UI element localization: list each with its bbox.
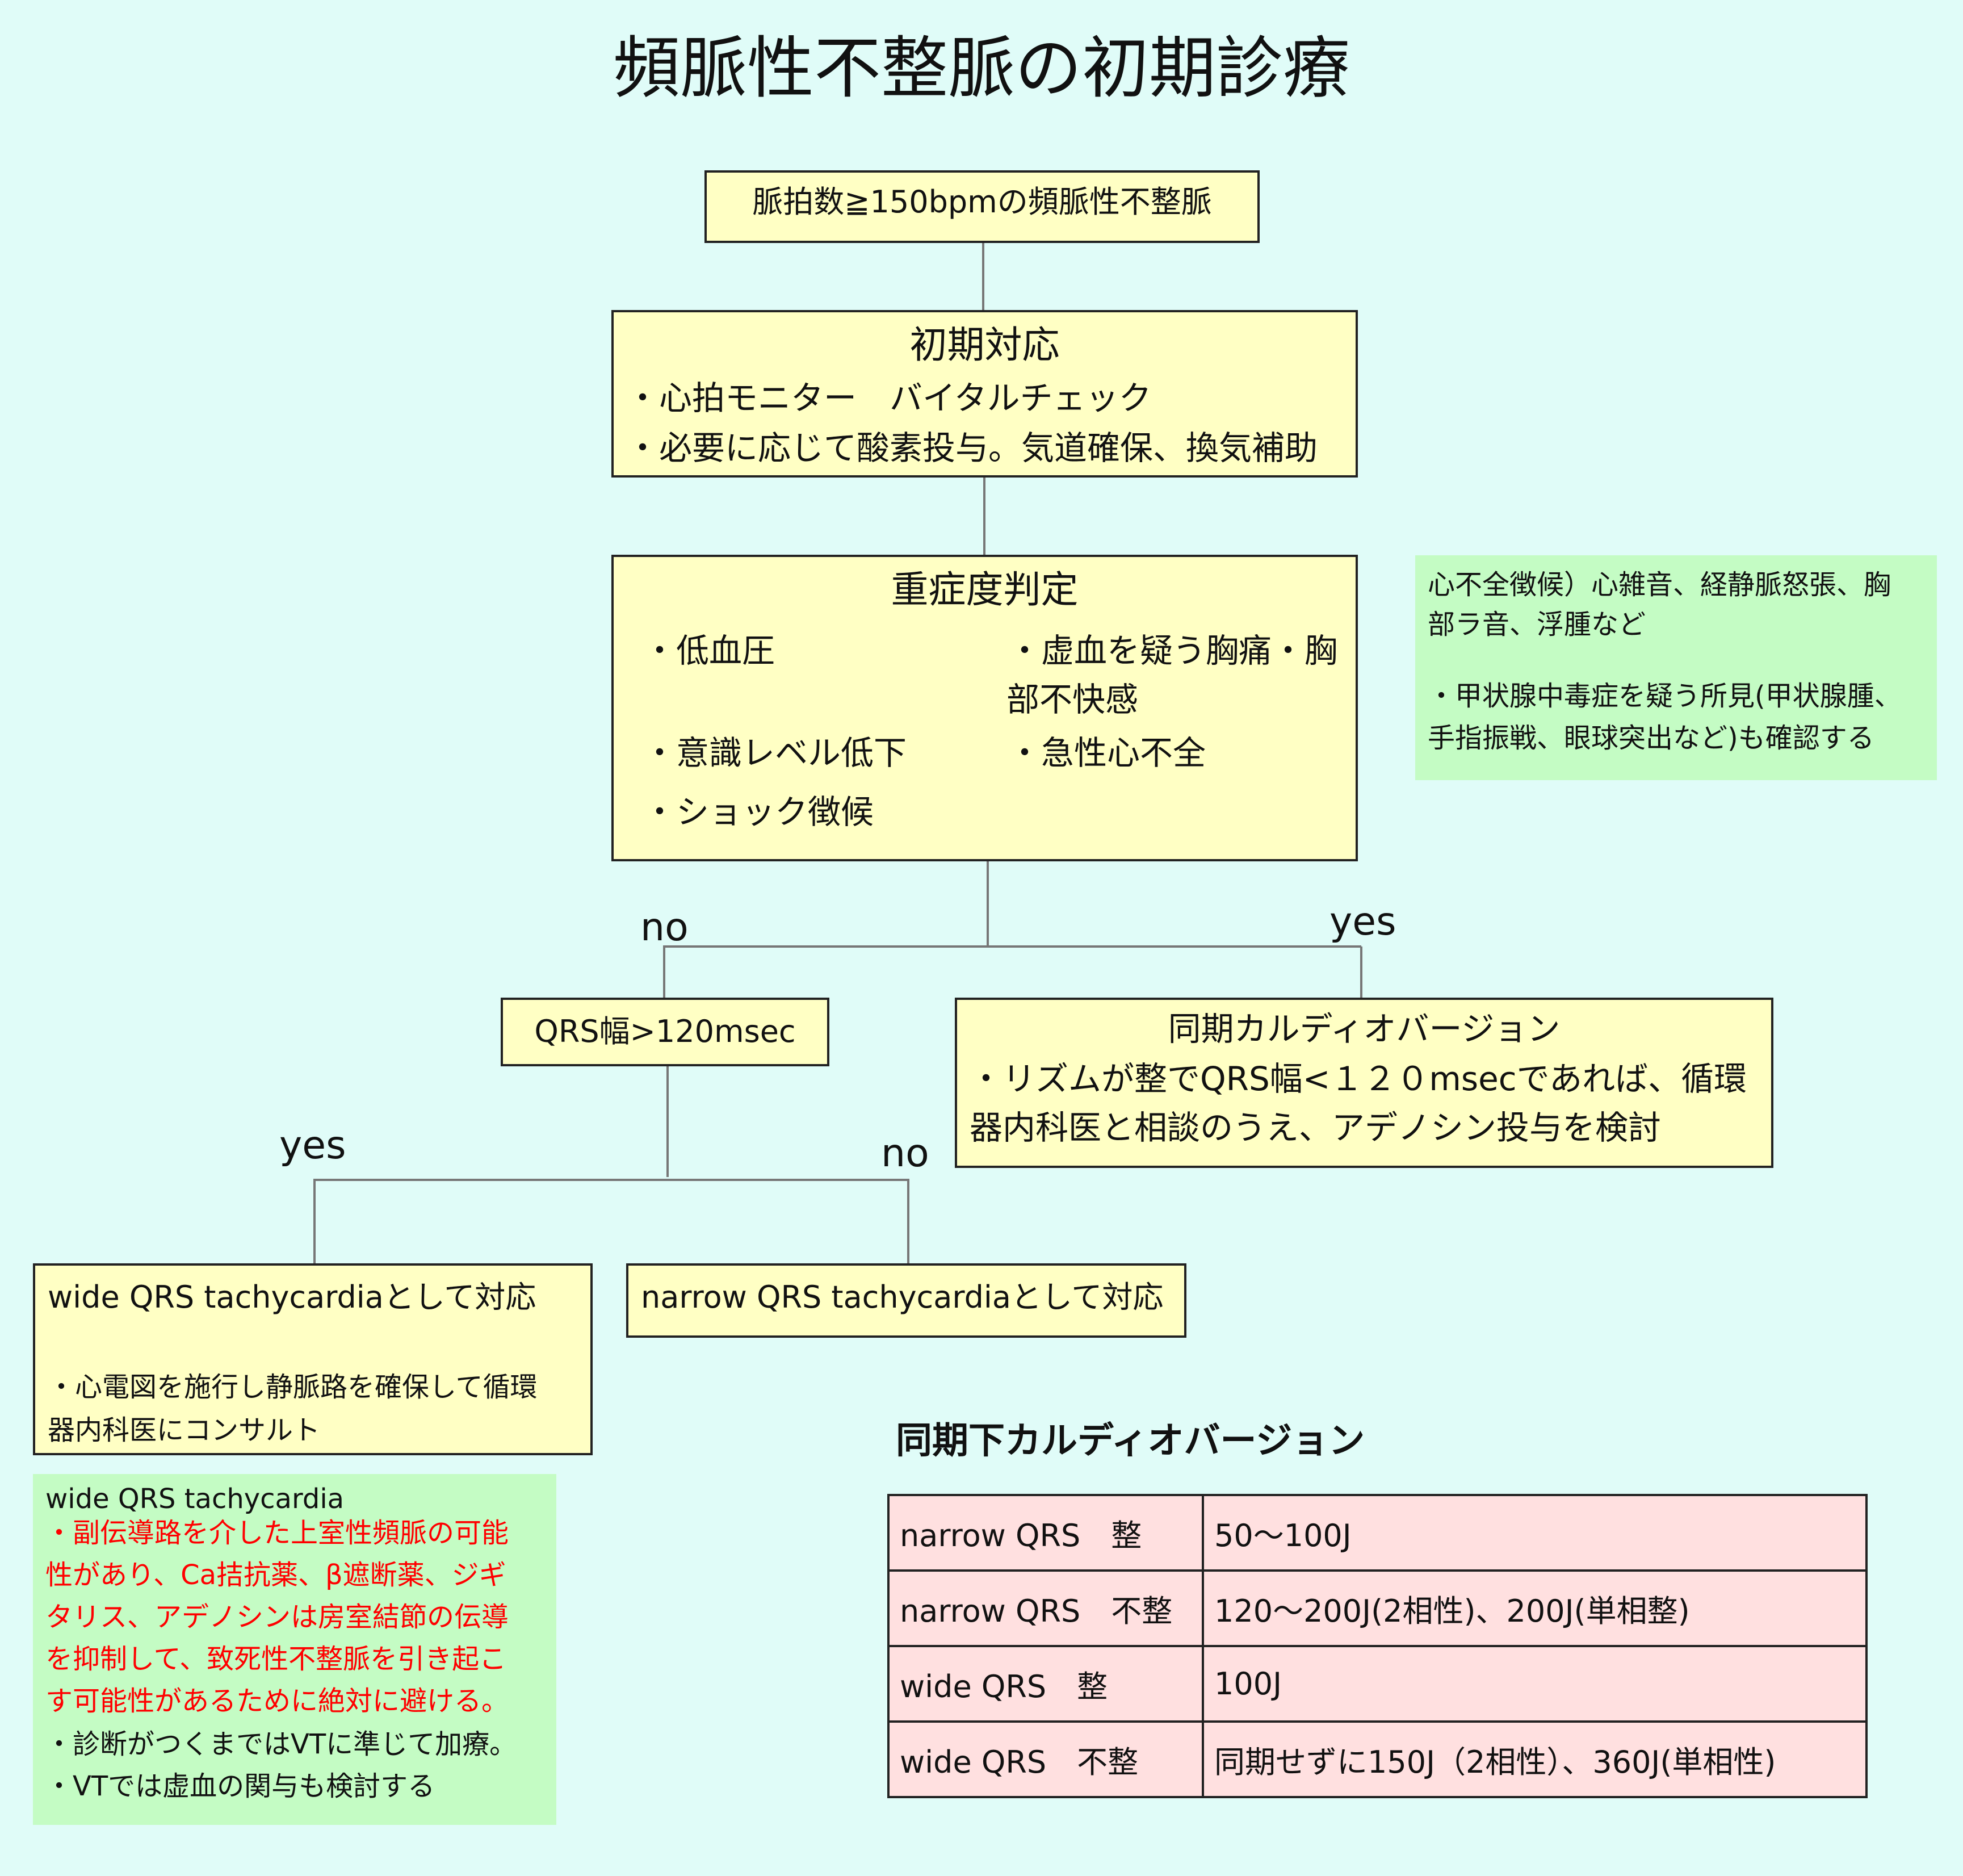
cardioversion-heading: 同期カルディオバージョン [1168, 1010, 1561, 1048]
wide-qrs-line: 器内科医にコンサルト [48, 1414, 321, 1446]
page-title: 頻脈性不整脈の初期診療 [613, 29, 1350, 107]
wide-qrs-line: ・心電図を施行し静脈路を確保して循環 [48, 1371, 538, 1403]
severity-heading: 重症度判定 [891, 568, 1079, 612]
severity-item-heart-failure: ・急性心不全 [1008, 734, 1206, 772]
note-line: 手指振戦、眼球突出など)も確認する [1428, 722, 1874, 754]
connector-branch2 [313, 1179, 909, 1263]
cv-row-label: narrow QRS 不整 [887, 1569, 1204, 1647]
cv-row-label: narrow QRS 整 [887, 1494, 1204, 1572]
cv-row-energy: 120〜200J(2相性)、200J(単相整) [1202, 1569, 1868, 1647]
severity-item-consciousness: ・意識レベル低下 [643, 734, 907, 772]
wide-qrs-warning-line: す可能性があるために絶対に避ける。 [45, 1685, 509, 1717]
wide-qrs-warning-line: タリス、アデノシンは房室結節の伝導 [45, 1601, 509, 1633]
cardioversion-box: 同期カルディオバージョン ・リズムが整でQRS幅<１２０msecであれば、循環 … [955, 998, 1773, 1168]
initial-response-line: ・心拍モニター バイタルチェック [626, 379, 1152, 417]
initial-response-box: 初期対応 ・心拍モニター バイタルチェック ・必要に応じて酸素投与。気道確保、換… [611, 310, 1358, 478]
narrow-qrs-box: narrow QRS tachycardiaとして対応 [626, 1263, 1186, 1338]
cardioversion-line: 器内科医と相談のうえ、アデノシン投与を検討 [970, 1108, 1662, 1147]
table-row: wide QRS 不整 同期せずに150J（2相性）、360J(単相性) [887, 1720, 1868, 1798]
severity-item-shock: ・ショック徴候 [643, 793, 874, 831]
note-line: 心不全徴候）心雑音、経静脈怒張、胸 [1428, 569, 1891, 601]
table-row: wide QRS 整 100J [887, 1645, 1868, 1723]
severity-item-chest-pain: ・虚血を疑う胸痛・胸 [1008, 631, 1338, 670]
cv-row-energy: 100J [1202, 1645, 1868, 1723]
cv-row-label: wide QRS 不整 [887, 1720, 1204, 1798]
wide-qrs-warning-line: ・副伝導路を介した上室性頻脈の可能 [45, 1517, 509, 1549]
table-row: narrow QRS 整 50〜100J [887, 1494, 1868, 1572]
heart-failure-note: 心不全徴候）心雑音、経静脈怒張、胸 部ラ音、浮腫など ・甲状腺中毒症を疑う所見(… [1415, 555, 1937, 780]
table-row: narrow QRS 不整 120〜200J(2相性)、200J(単相整) [887, 1569, 1868, 1647]
note-line: 部ラ音、浮腫など [1428, 609, 1646, 640]
branch2-no-label: no [881, 1131, 929, 1176]
narrow-qrs-label: narrow QRS tachycardiaとして対応 [641, 1279, 1164, 1315]
cv-table-title: 同期下カルディオバージョン [896, 1420, 1365, 1462]
wide-qrs-warning-line: 性があり、Ca拮抗薬、β遮断薬、ジギ [45, 1559, 506, 1591]
severity-item-hypotension: ・低血圧 [643, 631, 775, 670]
qrs-width-box: QRS幅>120msec [501, 998, 829, 1066]
branch1-no-label: no [640, 905, 689, 950]
wide-qrs-note-line: ・診断がつくまではVTに準じて加療。 [45, 1728, 517, 1760]
wide-qrs-note: wide QRS tachycardia ・副伝導路を介した上室性頻脈の可能 性… [33, 1474, 556, 1825]
cv-row-energy: 50〜100J [1202, 1494, 1868, 1572]
wide-qrs-box: wide QRS tachycardiaとして対応 ・心電図を施行し静脈路を確保… [33, 1263, 593, 1455]
note-line: ・甲状腺中毒症を疑う所見(甲状腺腫、 [1428, 680, 1902, 712]
wide-qrs-note-line: ・VTでは虚血の関与も検討する [45, 1770, 435, 1802]
cardioversion-line: ・リズムが整でQRS幅<１２０msecであれば、循環 [970, 1060, 1747, 1098]
qrs-width-label: QRS幅>120msec [534, 1014, 796, 1049]
start-box-label: 脈拍数≧150bpmの頻脈性不整脈 [752, 184, 1212, 220]
branch1-yes-label: yes [1329, 899, 1396, 944]
cv-row-label: wide QRS 整 [887, 1645, 1204, 1723]
severity-item-chest-pain-cont: 部不快感 [1006, 680, 1139, 719]
cv-row-energy: 同期せずに150J（2相性）、360J(単相性) [1202, 1720, 1868, 1798]
cv-energy-table: narrow QRS 整 50〜100J narrow QRS 不整 120〜2… [887, 1494, 1868, 1798]
branch2-yes-label: yes [279, 1123, 346, 1168]
initial-response-line: ・必要に応じて酸素投与。気道確保、換気補助 [626, 429, 1318, 467]
wide-qrs-note-heading: wide QRS tachycardia [45, 1483, 345, 1515]
wide-qrs-warning-line: を抑制して、致死性不整脈を引き起こ [45, 1643, 507, 1675]
initial-response-heading: 初期対応 [909, 323, 1060, 367]
severity-box: 重症度判定 ・低血圧 ・意識レベル低下 ・ショック徴候 ・虚血を疑う胸痛・胸 部… [611, 555, 1358, 861]
start-box: 脈拍数≧150bpmの頻脈性不整脈 [704, 170, 1260, 243]
wide-qrs-heading: wide QRS tachycardiaとして対応 [48, 1279, 536, 1315]
